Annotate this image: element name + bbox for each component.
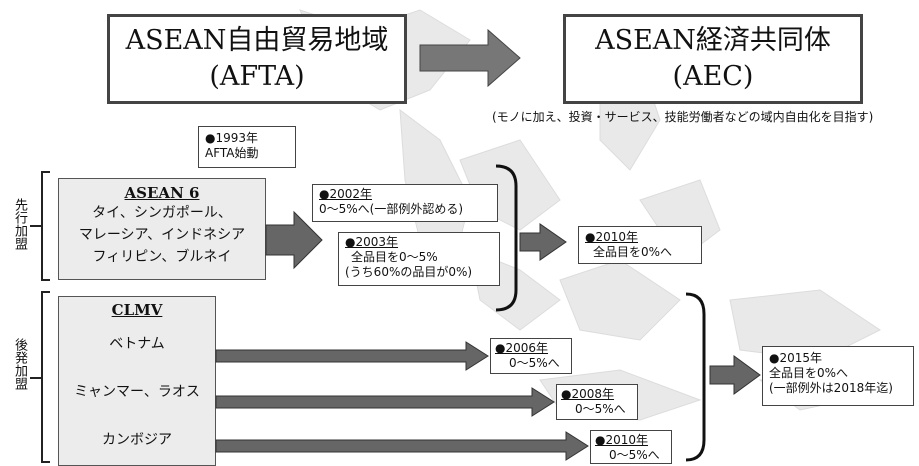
bracket-asean6-steps	[495, 164, 518, 312]
aec-note: (モノに加え、投資・サービス、技能労働者などの域内自由化を目指す)	[492, 110, 874, 124]
launch-year: ●1993年	[205, 131, 259, 145]
clmv-country-1: ベトナム	[109, 336, 165, 352]
step-2008-year: ●2008年	[561, 387, 615, 401]
afta-subtitle: (AFTA)	[209, 61, 305, 92]
step-2006-year: ●2006年	[495, 341, 549, 355]
step-2003-line1: 全品目を0〜5%	[351, 250, 438, 264]
bracket-first	[41, 171, 50, 281]
step-2003-year: ●2003年	[345, 235, 399, 249]
side-label-first: 先行加盟	[12, 198, 30, 250]
arrow-to-2010a	[519, 223, 567, 261]
asean6-title: ASEAN 6	[124, 184, 200, 202]
clmv-box: CLMV ベトナム ミャンマー、ラオス カンボジア	[58, 296, 216, 466]
step-2002-year: ●2002年	[319, 187, 373, 201]
step-2010a-box: ●2010年 全品目を0%へ	[578, 226, 702, 264]
step-2010a-text: 全品目を0%へ	[593, 245, 673, 259]
step-2002-text: 0〜5%へ(一部例外認める)	[319, 202, 464, 216]
aec-title: ASEAN経済共同体	[595, 25, 831, 56]
step-2008-box: ●2008年 0〜5%へ	[556, 384, 638, 420]
afta-box: ASEAN自由貿易地域 (AFTA)	[107, 14, 407, 104]
step-2010b-text: 0〜5%へ	[609, 448, 660, 462]
step-2003-box: ●2003年 全品目を0〜5% (うち60%の品目が0%)	[338, 232, 500, 286]
clmv-country-3: カンボジア	[102, 432, 172, 448]
arrow-cambodia	[215, 431, 589, 461]
side-label-later-text: 後発加盟	[12, 338, 27, 390]
aec-subtitle: (AEC)	[672, 61, 754, 92]
top-arrow	[419, 28, 521, 88]
clmv-country-2: ミャンマー、ラオス	[74, 384, 200, 400]
step-2010a-year: ●2010年	[585, 230, 639, 244]
step-2008-text: 0〜5%へ	[575, 402, 626, 416]
step-2006-box: ●2006年 0〜5%へ	[490, 338, 572, 374]
step-2015-line1: 全品目を0%へ	[769, 366, 849, 380]
asean6-line-2: マレーシア、インドネシア	[78, 227, 246, 243]
arrow-myanmar-laos	[215, 387, 555, 417]
bracket-later	[41, 291, 50, 463]
side-label-later: 後発加盟	[12, 338, 30, 390]
asean6-arrow	[265, 210, 323, 270]
asean6-line-3: フィリピン、ブルネイ	[92, 249, 232, 265]
afta-title: ASEAN自由貿易地域	[125, 25, 389, 56]
step-2015-year: ●2015年	[769, 351, 823, 365]
step-2010b-year: ●2010年	[595, 433, 649, 447]
side-label-first-text: 先行加盟	[12, 198, 27, 250]
aec-box: ASEAN経済共同体 (AEC)	[563, 14, 863, 104]
step-2002-box: ●2002年 0〜5%へ(一部例外認める)	[312, 184, 498, 222]
bracket-clmv-steps	[685, 292, 706, 462]
asean6-line-1: タイ、シンガポール、	[92, 205, 232, 221]
launch-text: AFTA始動	[205, 146, 259, 160]
asean6-box: ASEAN 6 タイ、シンガポール、 マレーシア、インドネシア フィリピン、ブル…	[58, 178, 266, 280]
step-2003-line2: (うち60%の品目が0%)	[345, 265, 473, 279]
clmv-title: CLMV	[111, 301, 163, 319]
step-2015-box: ●2015年 全品目を0%へ (一部例外は2018年迄)	[762, 346, 914, 406]
step-2015-line2: (一部例外は2018年迄)	[769, 381, 893, 395]
step-2010b-box: ●2010年 0〜5%へ	[590, 430, 672, 464]
launch-box: ●1993年 AFTA始動	[198, 126, 296, 168]
step-2006-text: 0〜5%へ	[509, 356, 560, 370]
arrow-vietnam	[215, 341, 489, 371]
arrow-to-2015	[709, 355, 761, 395]
